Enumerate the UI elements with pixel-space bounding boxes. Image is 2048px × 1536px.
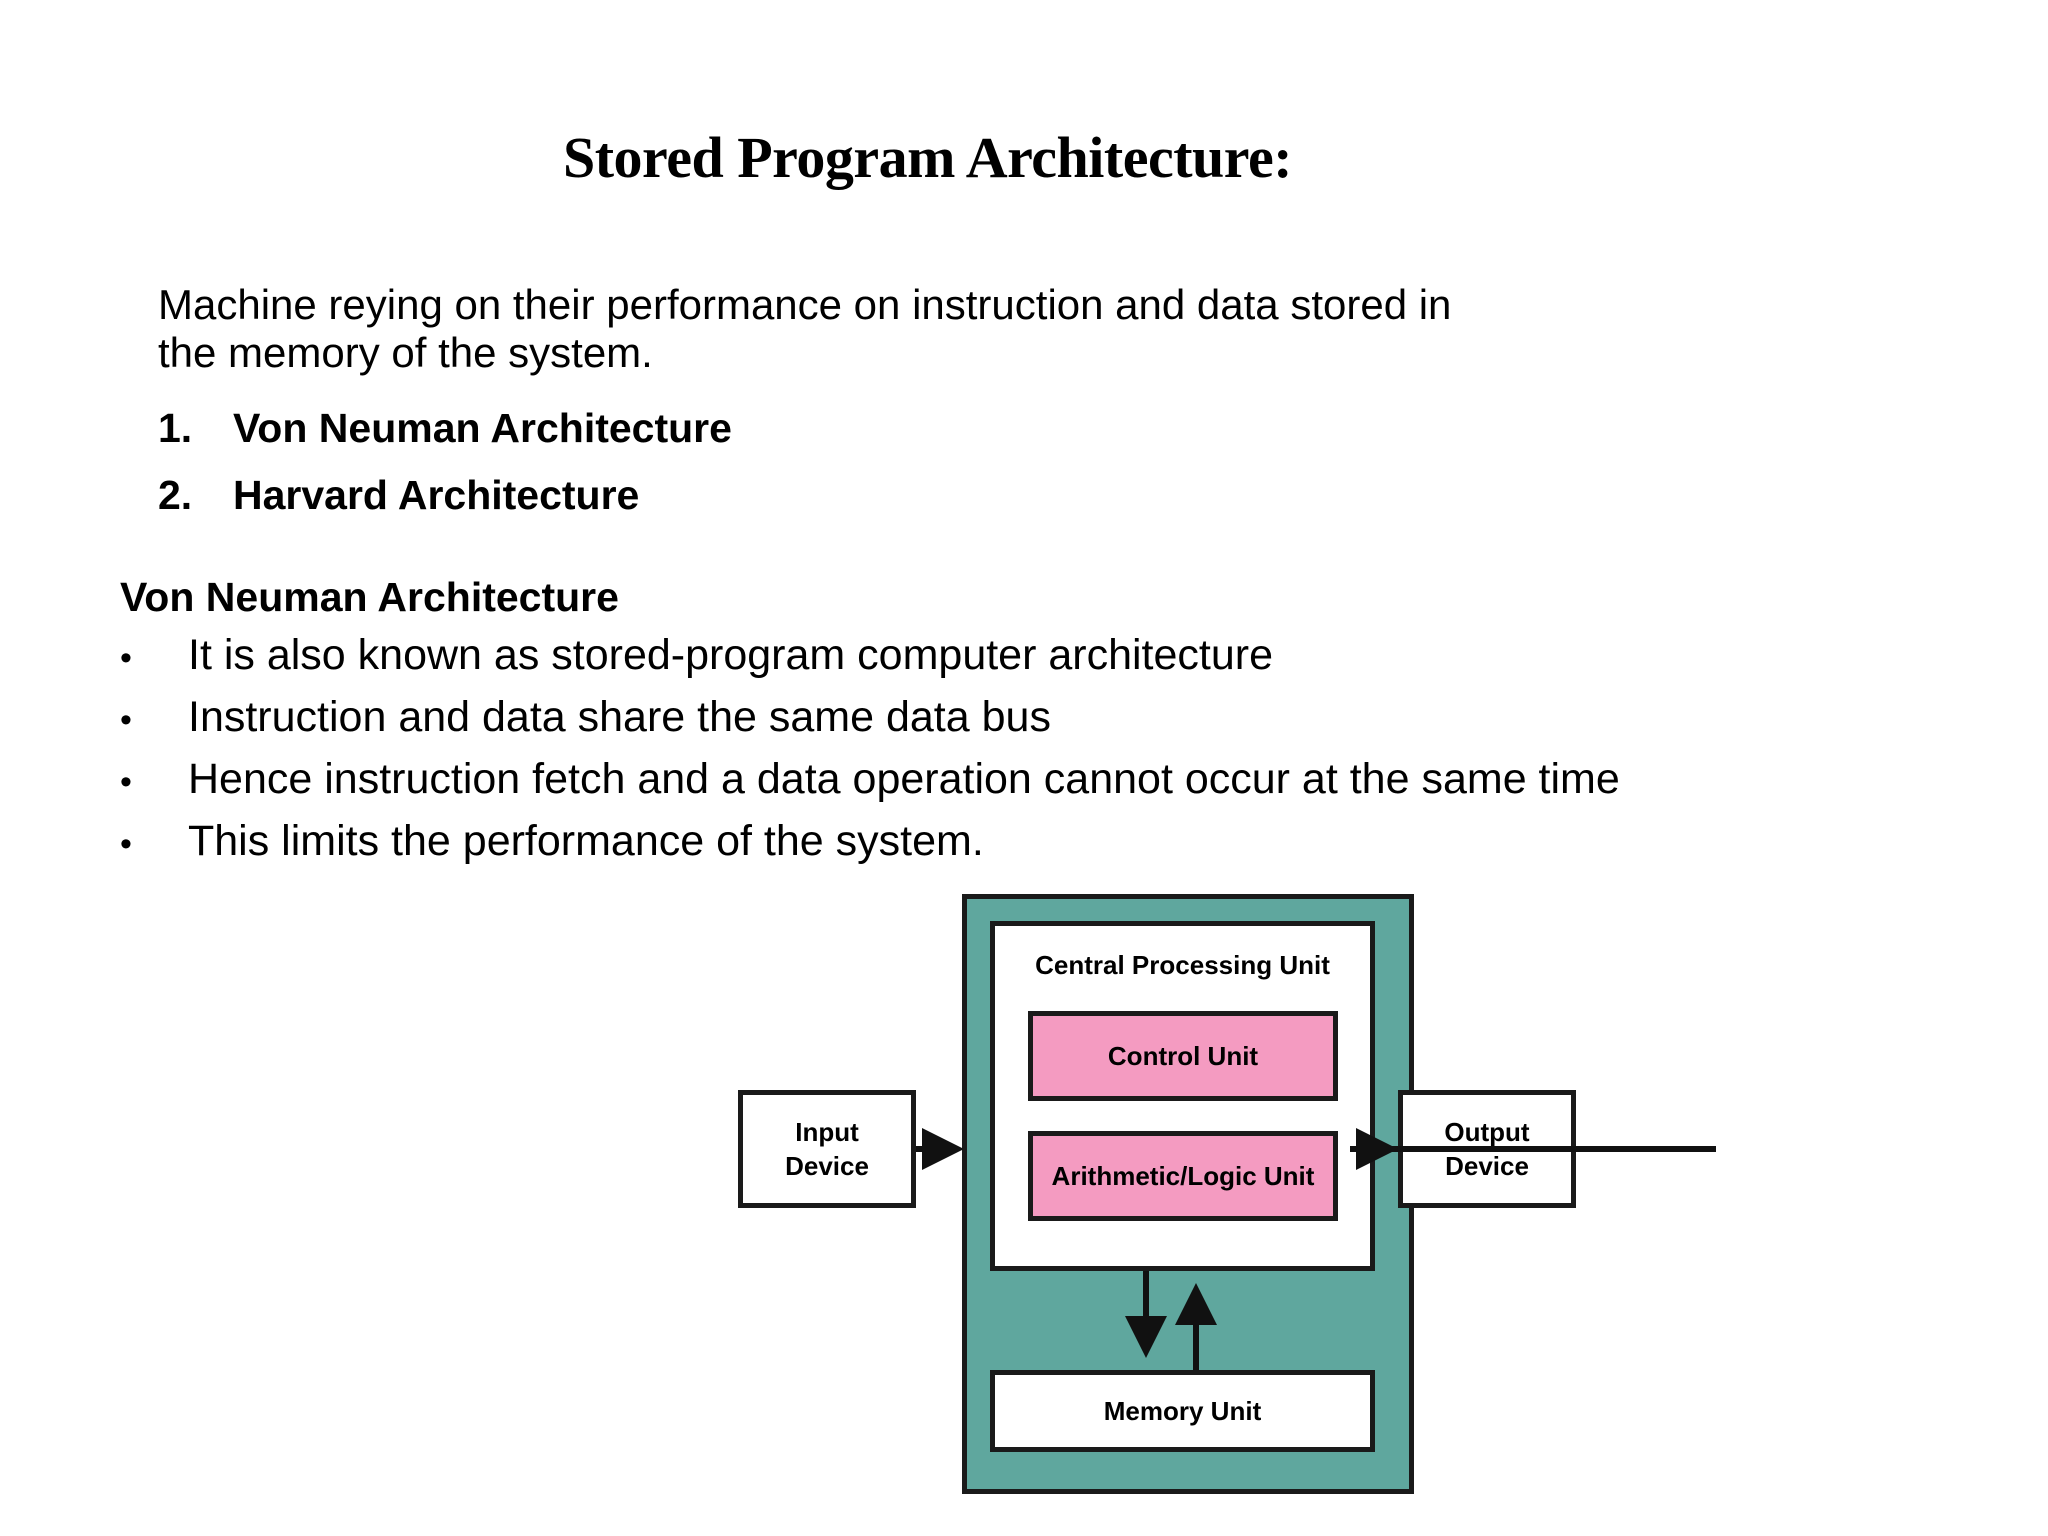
- list-item: • Instruction and data share the same da…: [120, 696, 1620, 739]
- list-marker: 2.: [158, 472, 193, 519]
- bullet-icon: •: [120, 639, 132, 677]
- input-device-box: Input Device: [738, 1090, 916, 1208]
- bullet-label: It is also known as stored-program compu…: [188, 631, 1274, 679]
- bullet-icon: •: [120, 701, 132, 739]
- list-item-label: Harvard Architecture: [233, 472, 640, 519]
- bullet-icon: •: [120, 763, 132, 801]
- intro-paragraph: Machine reying on their performance on i…: [158, 281, 1718, 377]
- output-device-box: Output Device: [1398, 1090, 1576, 1208]
- section-heading: Von Neuman Architecture: [120, 574, 619, 620]
- bullet-label: This limits the performance of the syste…: [188, 817, 984, 865]
- list-item: • It is also known as stored-program com…: [120, 634, 1620, 677]
- input-device-line-2: Device: [785, 1151, 869, 1181]
- von-neuman-bullet-list: • It is also known as stored-program com…: [120, 634, 1620, 882]
- central-processing-unit-box: Central Processing Unit Control Unit Ari…: [990, 921, 1375, 1271]
- list-item: 1. Von Neuman Architecture: [158, 404, 732, 452]
- cpu-label: Central Processing Unit: [1035, 950, 1330, 980]
- bullet-label: Instruction and data share the same data…: [188, 693, 1051, 741]
- list-marker: 1.: [158, 405, 193, 451]
- intro-line-1: Machine reying on their performance on i…: [158, 281, 1452, 328]
- control-unit-box: Control Unit: [1028, 1011, 1338, 1101]
- list-item: • Hence instruction fetch and a data ope…: [120, 758, 1620, 801]
- list-item-label: Von Neuman Architecture: [233, 405, 732, 451]
- output-device-line-2: Device: [1445, 1151, 1529, 1181]
- list-item: 2. Harvard Architecture: [158, 471, 732, 519]
- memory-unit-box: Memory Unit: [990, 1370, 1375, 1452]
- arithmetic-logic-unit-box: Arithmetic/Logic Unit: [1028, 1131, 1338, 1221]
- intro-line-2: the memory of the system.: [158, 328, 653, 376]
- page-title: Stored Program Architecture:: [562, 125, 1293, 190]
- architecture-numbered-list: 1. Von Neuman Architecture 2. Harvard Ar…: [158, 404, 732, 539]
- bullet-label: Hence instruction fetch and a data opera…: [188, 755, 1620, 803]
- list-item: • This limits the performance of the sys…: [120, 820, 1620, 863]
- bullet-icon: •: [120, 825, 132, 863]
- output-device-line-1: Output: [1444, 1116, 1530, 1147]
- input-device-line-1: Input: [795, 1116, 859, 1147]
